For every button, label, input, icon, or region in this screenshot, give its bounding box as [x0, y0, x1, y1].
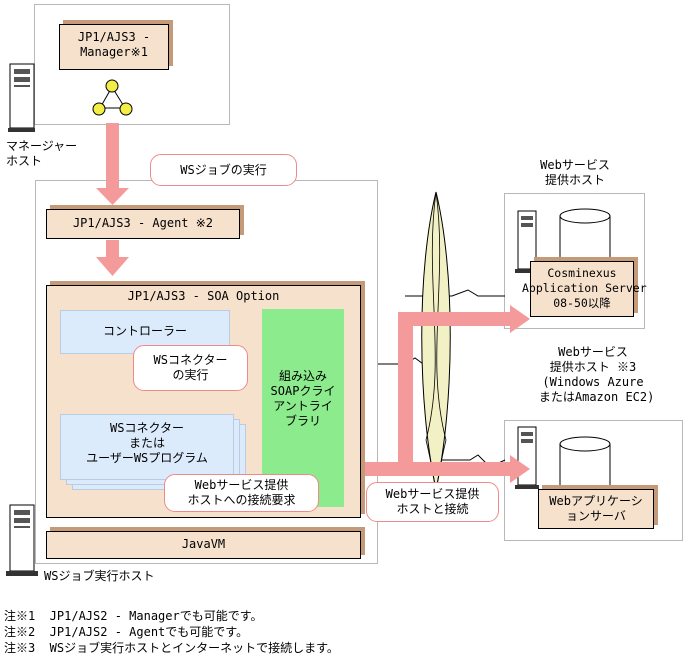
job-exec-host-server-icon: [6, 504, 38, 576]
web-host-3-server-icon: [515, 426, 539, 489]
manager-host-server-icon: [8, 63, 35, 132]
agent-box: [46, 209, 240, 239]
web-host-3-label: Webサービス 提供ホスト ※3 (Windows Azure またはAmazo…: [538, 345, 655, 404]
javavm-box: [46, 531, 361, 559]
soa-option-box-label: JP1/AJS3 - SOA Option: [127, 289, 280, 303]
arrow-manager-to-agent: [96, 123, 129, 205]
web-app-server-label: Webアプリケーシ ョンサーバ: [549, 494, 643, 523]
manager-box-label: JP1/AJS3 - Manager※1: [77, 30, 151, 59]
network-line-top: [405, 289, 505, 297]
note-3: 注※3 WSジョブ実行ホストとインターネットで接続します。: [4, 641, 339, 655]
cosminexus-label: Cosminexus Application Server 08-50以降: [522, 266, 647, 310]
web-host-1-server-icon: [515, 210, 539, 273]
web-app-server-box: [538, 489, 654, 529]
controller-box-label: コントローラー: [102, 324, 187, 338]
soap-library-label: 組み込み SOAPクライ アントライ ブラリ: [270, 369, 336, 428]
agent-box-label: JP1/AJS3 - Agent ※2: [72, 216, 214, 230]
job-exec-host-label: WSジョブ実行ホスト: [44, 569, 155, 583]
ws-job-exec-bubble: WSジョブの実行: [150, 154, 297, 186]
javavm-box-label: JavaVM: [181, 537, 226, 551]
web-host-1-label: Webサービス 提供ホスト: [540, 158, 610, 187]
note-2: 注※2 JP1/AJS2 - Agentでも可能です。: [4, 625, 249, 639]
note-1: 注※1 JP1/AJS2 - Managerでも可能です。: [4, 609, 263, 623]
manager-host-label: マネージャー ホスト: [6, 139, 78, 168]
arrow-agent-to-soa: [96, 240, 129, 276]
manager-box: [59, 24, 169, 70]
manager-network-icon: [92, 79, 133, 116]
arrow-soap-to-web-hosts: [341, 305, 530, 483]
internet-cloud: [421, 191, 451, 491]
ws-connector-box: [60, 414, 234, 480]
connect-host-bubble: Webサービス提供 ホストと接続: [366, 482, 499, 522]
ws-connector-exec-bubble: WSコネクター の実行: [133, 345, 248, 391]
ws-connector-label: WSコネクター または ユーザーWSプログラム: [86, 421, 208, 465]
connect-request-bubble: Webサービス提供 ホストへの接続要求: [164, 474, 319, 512]
database-cylinder-icon: [559, 208, 611, 270]
cosminexus-box: [530, 261, 634, 317]
